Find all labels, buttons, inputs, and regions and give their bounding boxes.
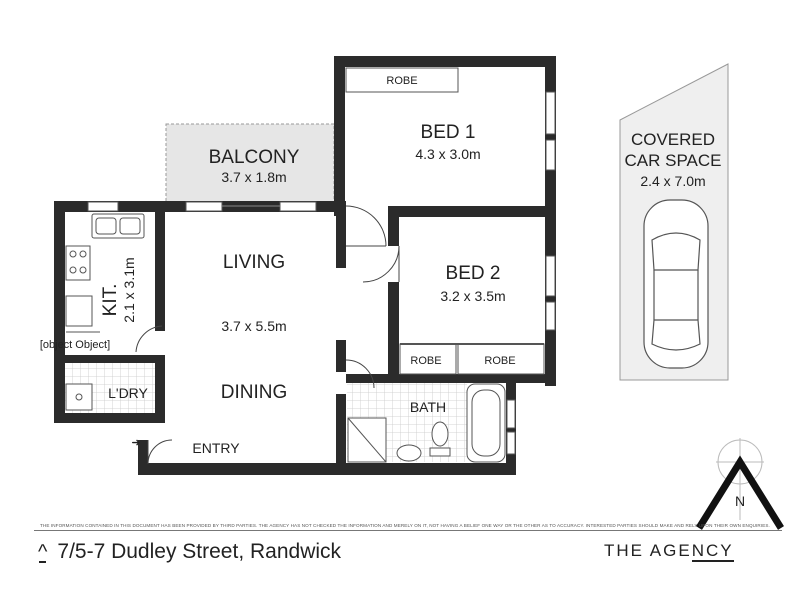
car-space-line2: CAR SPACE	[625, 151, 722, 170]
bath-label: BATH	[410, 399, 446, 415]
address-text: 7/5-7 Dudley Street, Randwick	[57, 540, 342, 563]
living-label: LIVING	[223, 252, 285, 273]
brand-suffix: NCY	[691, 541, 734, 562]
robes	[345, 67, 545, 375]
bath-fixtures	[347, 383, 506, 463]
car-space-line1: COVERED	[631, 130, 715, 149]
brand-mid: AGE	[649, 541, 692, 560]
agency-logo-icon: ^	[38, 540, 48, 563]
car-space-size: 2.4 x 7.0m	[640, 173, 705, 189]
laundry-fixtures	[65, 383, 93, 411]
robe-bed2-b-label: ROBE	[484, 355, 515, 367]
balcony-label: BALCONY	[209, 147, 300, 168]
robe-bed1-label: ROBE	[386, 75, 417, 87]
compass-icon	[696, 438, 784, 530]
bed1-label: BED 1	[421, 122, 476, 143]
balcony-area	[165, 123, 335, 203]
pantry-label: [object Object]	[40, 339, 110, 351]
kitchen-size: 2.1 x 3.1m	[121, 257, 137, 322]
living-dining-size: 3.7 x 5.5m	[221, 318, 286, 334]
entry-arrow-icon: ➜	[131, 437, 140, 449]
entry-label: ENTRY	[192, 440, 240, 456]
robe-bed2-a-label: ROBE	[410, 355, 441, 367]
doors	[135, 205, 400, 465]
car-icon	[643, 199, 709, 369]
brand-prefix: THE	[604, 541, 650, 560]
dining-label: DINING	[221, 382, 288, 403]
laundry-label: L'DRY	[108, 385, 148, 401]
bed1-size: 4.3 x 3.0m	[415, 146, 480, 162]
kitchen-fixtures	[65, 213, 145, 333]
disclaimer-text: THE INFORMATION CONTAINED IN THIS DOCUME…	[40, 523, 770, 528]
brand-logo: THE AGENCY	[604, 541, 734, 562]
floor-plan: BALCONY 3.7 x 1.8m ROBE BED 1 4.3 x 3.0m…	[40, 56, 784, 530]
windows	[87, 91, 556, 455]
balcony-size: 3.7 x 1.8m	[221, 169, 286, 185]
compass-label: N	[735, 493, 745, 509]
kitchen-label: KIT.	[100, 284, 121, 317]
bed2-size: 3.2 x 3.5m	[440, 288, 505, 304]
footer-divider	[34, 530, 782, 531]
bed2-label: BED 2	[446, 263, 501, 284]
address-line: ^ 7/5-7 Dudley Street, Randwick	[38, 540, 341, 564]
